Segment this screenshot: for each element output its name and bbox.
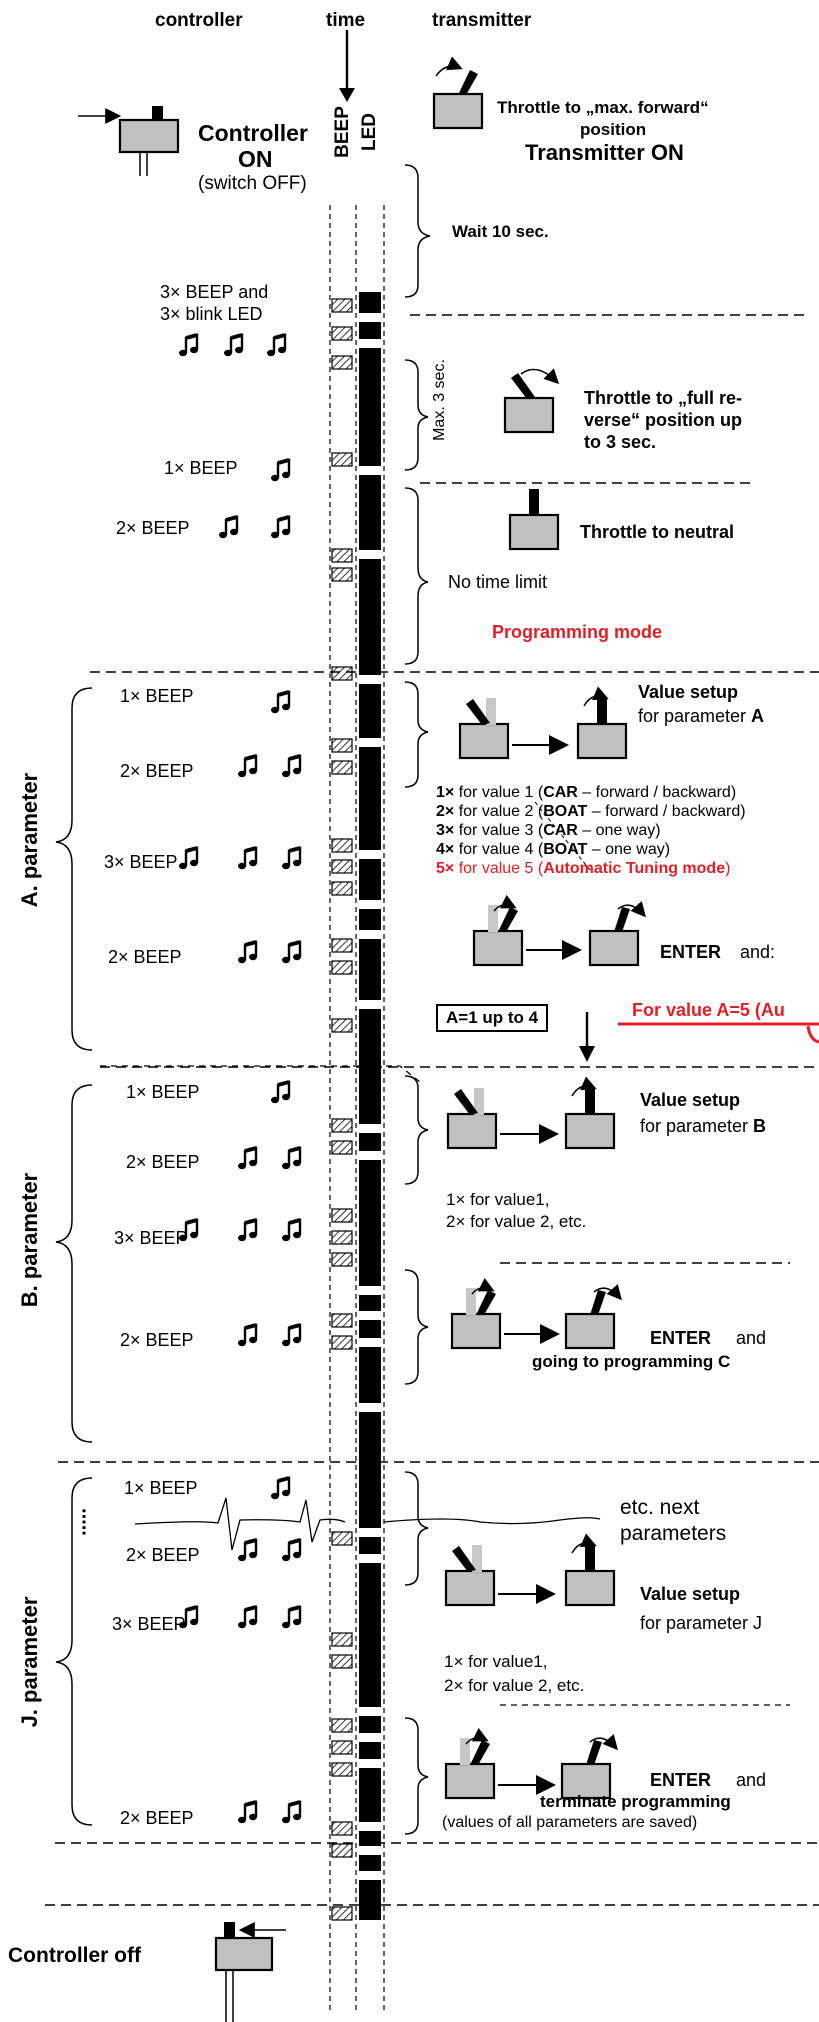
throttle-max-forward: Throttle to „max. forward“ — [497, 98, 709, 117]
max3-label: Max. 3 sec. — [431, 359, 448, 441]
param-j-value2: 2× for value 2, etc. — [444, 1676, 585, 1695]
param-b-going: going to programming C — [532, 1352, 731, 1371]
beep3-label: 3× BEEP and — [160, 282, 269, 302]
param-j-terminate: terminate programming — [540, 1792, 731, 1811]
no-time-limit: No time limit — [448, 572, 548, 592]
transmitter-stick-icon — [566, 1543, 614, 1605]
param-b-and: and — [736, 1328, 767, 1348]
param-j-beep3: 3× BEEP — [112, 1614, 186, 1634]
wait-label: Wait 10 sec. — [452, 222, 549, 241]
param-a-and: and: — [740, 942, 776, 962]
throttle-reverse-line1: Throttle to „full re- — [584, 388, 742, 408]
transmitter-stick-icon — [562, 1738, 616, 1798]
controller-off: Controller off — [8, 1944, 141, 1967]
param-a-value-setup: Value setup — [638, 682, 739, 702]
param-a-option-4: 4× for value 4 (BOAT – one way) — [436, 841, 671, 858]
transmitter-on: Transmitter ON — [525, 140, 684, 165]
switch-off-note: (switch OFF) — [198, 173, 307, 194]
etc-line1: etc. next — [620, 1496, 700, 1519]
param-b-value-setup: Value setup — [640, 1090, 741, 1110]
param-b-enter: ENTER — [650, 1328, 712, 1348]
etc-line2: parameters — [620, 1522, 727, 1545]
music-note-icon — [177, 333, 303, 1826]
controller-switch-icon — [214, 1922, 286, 2022]
throttle-reverse-line2: verse“ position up — [584, 410, 743, 430]
transmitter-stick-icon — [578, 696, 626, 758]
param-j-and: and — [736, 1770, 767, 1790]
beep-column-label: BEEP — [332, 106, 353, 158]
param-j-enter: ENTER — [650, 1770, 712, 1790]
section-separators — [45, 314, 819, 1906]
transmitter-stick-icon — [505, 370, 557, 433]
a5-note: For value A=5 (Au — [632, 1000, 785, 1020]
controller-on-title: Controller — [198, 120, 308, 146]
led-column-label: LED — [359, 113, 380, 151]
param-a-beep2b: 2× BEEP — [108, 947, 182, 967]
transmitter-stick-icon — [446, 1086, 498, 1150]
param-a-option-3: 3× for value 3 (CAR – one way) — [436, 822, 661, 839]
param-a-option-1: 1× for value 1 (CAR – forward / backward… — [436, 784, 737, 801]
param-j-saved: (values of all parameters are saved) — [442, 1814, 698, 1831]
transmitter-stick-icon — [508, 487, 560, 551]
param-j-for-parameter: for parameter J — [640, 1613, 763, 1633]
param-j-beep2b: 2× BEEP — [120, 1808, 194, 1828]
param-a-option-2: 2× for value 2 (BOAT – forward / backwar… — [436, 803, 746, 820]
position-label: position — [580, 120, 647, 139]
param-b-label: B. parameter — [17, 1172, 42, 1308]
led-bar — [359, 292, 381, 1920]
controller-header: controller — [155, 10, 243, 31]
param-b-value1: 1× for value1, — [446, 1190, 550, 1209]
param-a-for-parameter: for parameter A — [638, 706, 765, 726]
beep-markers — [331, 298, 353, 1921]
param-a-beep1: 1× BEEP — [120, 686, 194, 706]
param-b-beep3: 3× BEEP — [114, 1228, 188, 1248]
param-j-beep1: 1× BEEP — [124, 1478, 198, 1498]
ellipsis-dots: ..... — [68, 1508, 91, 1536]
param-a-label: A. parameter — [17, 772, 42, 908]
transmitter-stick-icon — [474, 905, 522, 965]
transmitter-stick-icon — [566, 1086, 614, 1148]
brace-icon — [404, 164, 431, 1835]
transmitter-stick-icon — [444, 1543, 496, 1607]
time-header: time — [326, 10, 366, 31]
param-a-beep2: 2× BEEP — [120, 761, 194, 781]
transmitter-stick-icon — [590, 905, 644, 965]
beep2-label: 2× BEEP — [116, 518, 190, 538]
transmitter-stick-icon — [458, 696, 510, 760]
throttle-reverse-line3: to 3 sec. — [584, 432, 657, 452]
param-b-for-parameter: for parameter B — [640, 1116, 767, 1136]
param-j-value1: 1× for value1, — [444, 1652, 548, 1671]
param-b-value2: 2× for value 2, etc. — [446, 1212, 587, 1231]
blink3-label: 3× blink LED — [160, 304, 263, 324]
transmitter-stick-icon — [434, 66, 482, 128]
throttle-neutral: Throttle to neutral — [580, 522, 734, 542]
transmitter-stick-icon — [446, 1738, 494, 1798]
controller-switch-icon — [118, 104, 180, 178]
param-b-beep2b: 2× BEEP — [120, 1330, 194, 1350]
param-j-value-setup: Value setup — [640, 1584, 741, 1604]
programming-mode: Programming mode — [492, 622, 663, 642]
param-b-beep1: 1× BEEP — [126, 1082, 200, 1102]
param-b-beep2: 2× BEEP — [126, 1152, 200, 1172]
transmitter-header: transmitter — [432, 10, 532, 31]
param-j-label: J. parameter — [17, 1596, 42, 1728]
param-a-option-5: 5× for value 5 (Automatic Tuning mode) — [436, 860, 731, 877]
param-a-enter: ENTER — [660, 942, 722, 962]
param-j-beep2: 2× BEEP — [126, 1545, 200, 1565]
a-range-box: A=1 up to 4 — [436, 1004, 549, 1032]
param-a-beep3: 3× BEEP — [104, 852, 178, 872]
timeline-guides — [329, 205, 385, 2010]
controller-on-state: ON — [238, 146, 273, 172]
transmitter-stick-icon — [452, 1288, 500, 1348]
beep1-label: 1× BEEP — [164, 458, 238, 478]
transmitter-stick-icon — [566, 1288, 620, 1348]
